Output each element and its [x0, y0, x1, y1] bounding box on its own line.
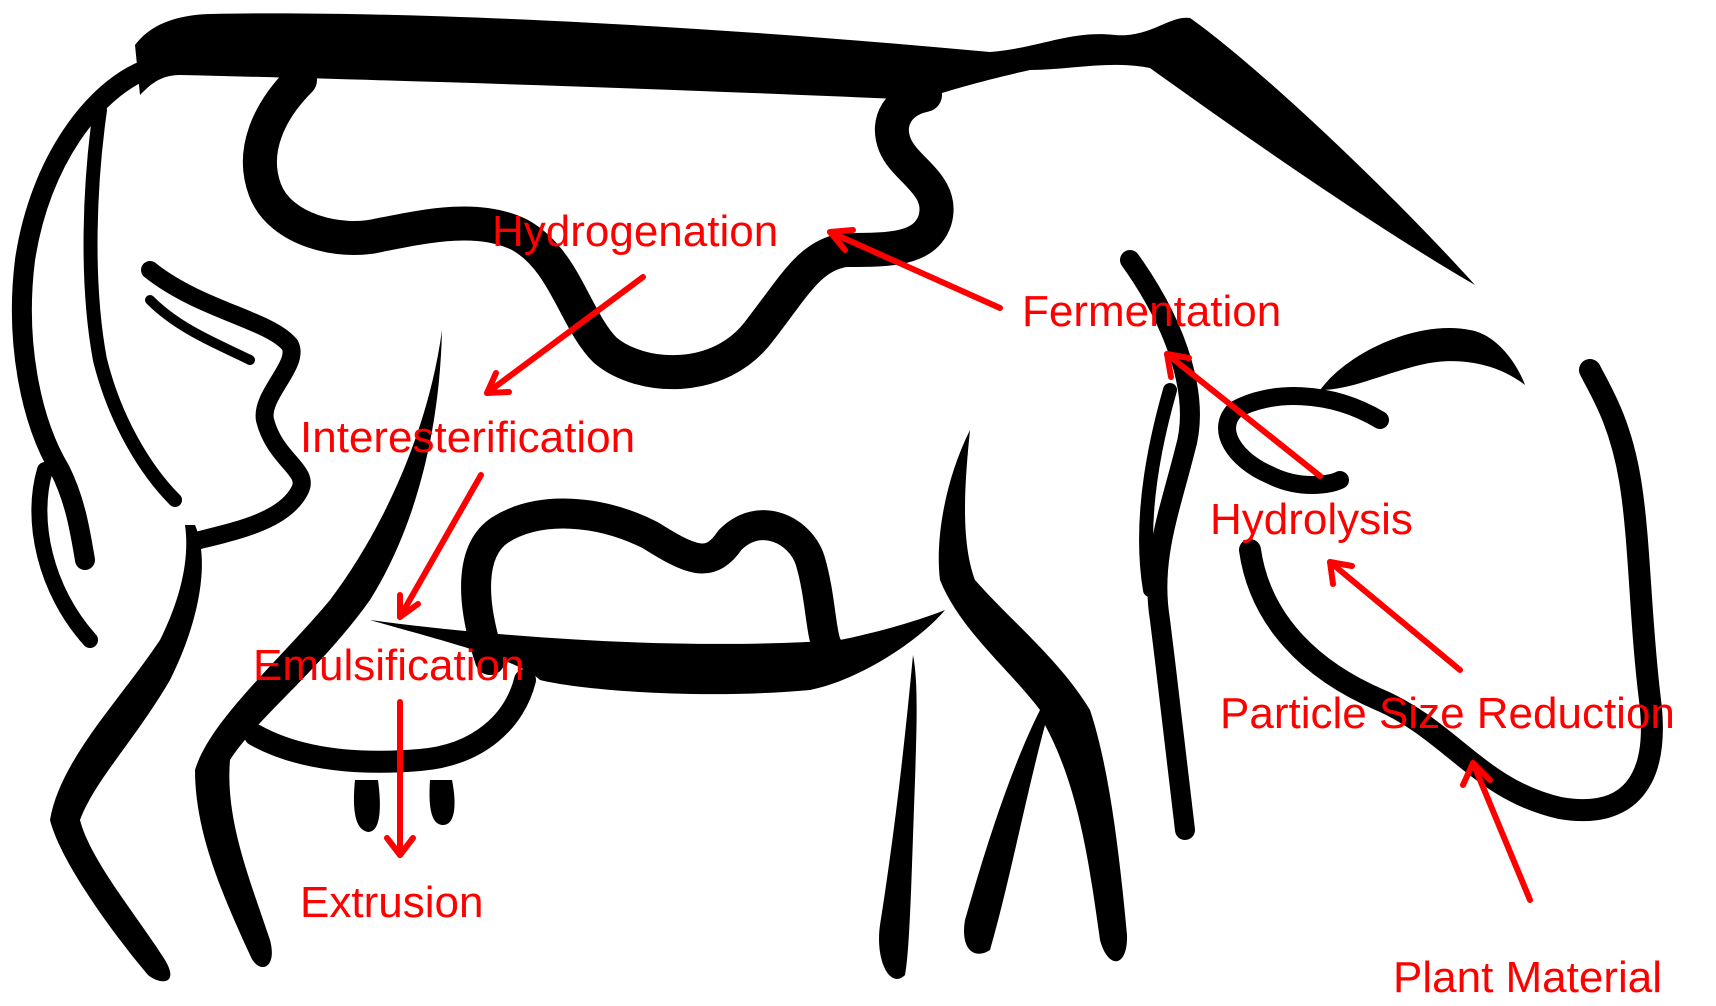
cow-hind-leg-outline: [50, 525, 202, 981]
step-label-emulsification: Emulsification: [253, 641, 524, 690]
cow-teat-right-outline: [430, 780, 455, 825]
cow-muzzle-outline: [1250, 370, 1652, 810]
step-label-particle-size-reduction: Particle Size Reduction: [1220, 689, 1675, 738]
step-label-extrusion: Extrusion: [300, 878, 483, 927]
flow-arrow: [387, 702, 413, 855]
flow-arrow: [1330, 562, 1460, 670]
step-label-fermentation: Fermentation: [1022, 287, 1281, 336]
cow-head-outline: [1227, 396, 1380, 485]
cow-udder-outline: [255, 680, 525, 762]
cow-front-leg2-outline: [939, 430, 1127, 961]
cow-teat-left-outline: [354, 780, 380, 832]
step-label-hydrolysis: Hydrolysis: [1210, 495, 1413, 544]
cow-neck-outline: [1130, 260, 1190, 830]
step-label-interesterification: Interesterification: [300, 413, 635, 462]
step-label-plant-material: Plant Material: [1393, 953, 1662, 1002]
step-label-hydrogenation: Hydrogenation: [492, 207, 778, 256]
cow-front-leg-outline: [879, 655, 917, 979]
cow-ear-outline: [1320, 328, 1525, 390]
